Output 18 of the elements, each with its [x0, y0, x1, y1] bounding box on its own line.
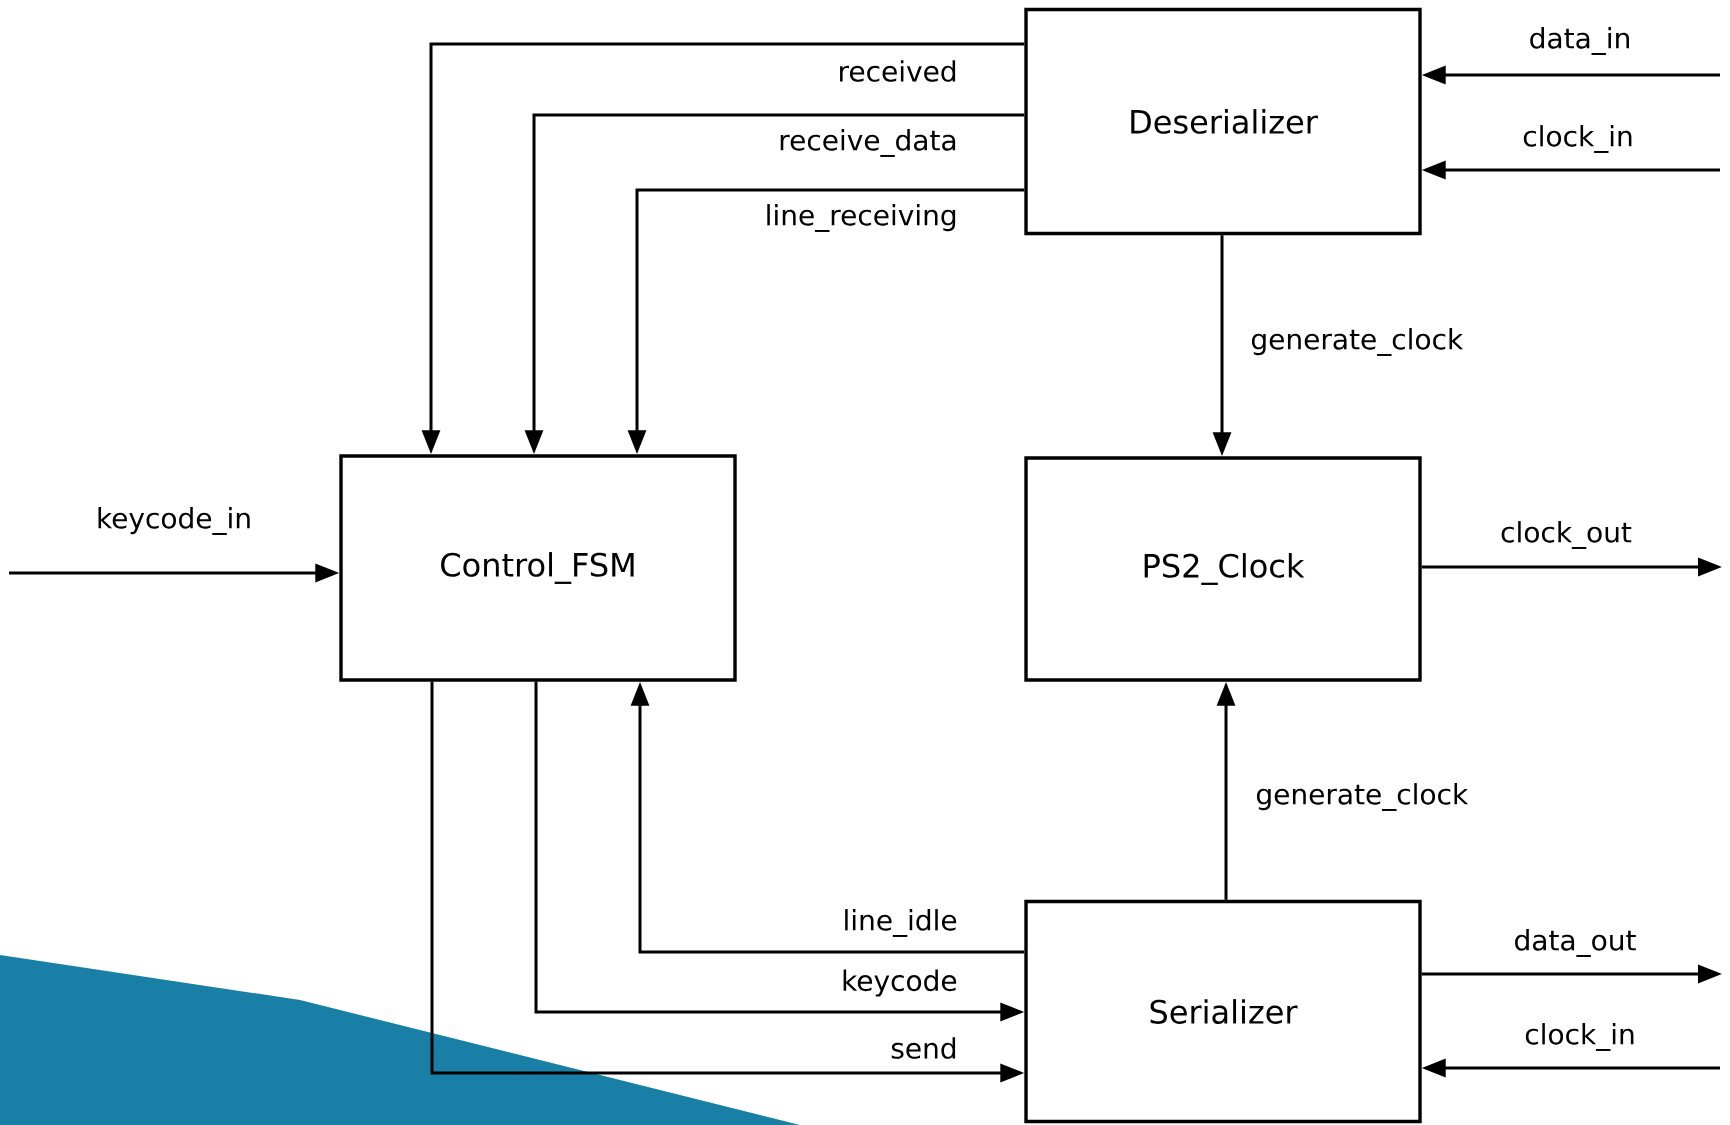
edge-label: receive_data	[780, 129, 956, 157]
edge-label: line_idle	[845, 909, 957, 937]
edge-label: generate_clock	[1251, 328, 1464, 356]
edge-label: clock_out	[1501, 521, 1632, 549]
edge-label: line_receiving	[767, 204, 956, 232]
edge-label: clock_in	[1523, 125, 1632, 153]
edge-label: received	[840, 60, 956, 82]
block-box: Serializer	[1024, 899, 1422, 1124]
edge-label: generate_clock	[1256, 783, 1469, 811]
block-box: PS2_Clock	[1024, 456, 1422, 682]
edge-label: keycode_in	[98, 507, 250, 535]
block-box: Control_FSM	[339, 454, 737, 682]
edge-label: keycode	[843, 969, 957, 997]
edge-label: data_out	[1515, 929, 1636, 957]
block-box: Deserializer	[1024, 7, 1422, 236]
edge-label: send	[891, 1037, 956, 1059]
edge-label: clock_in	[1525, 1023, 1634, 1051]
edge-label: data_in	[1530, 27, 1629, 55]
